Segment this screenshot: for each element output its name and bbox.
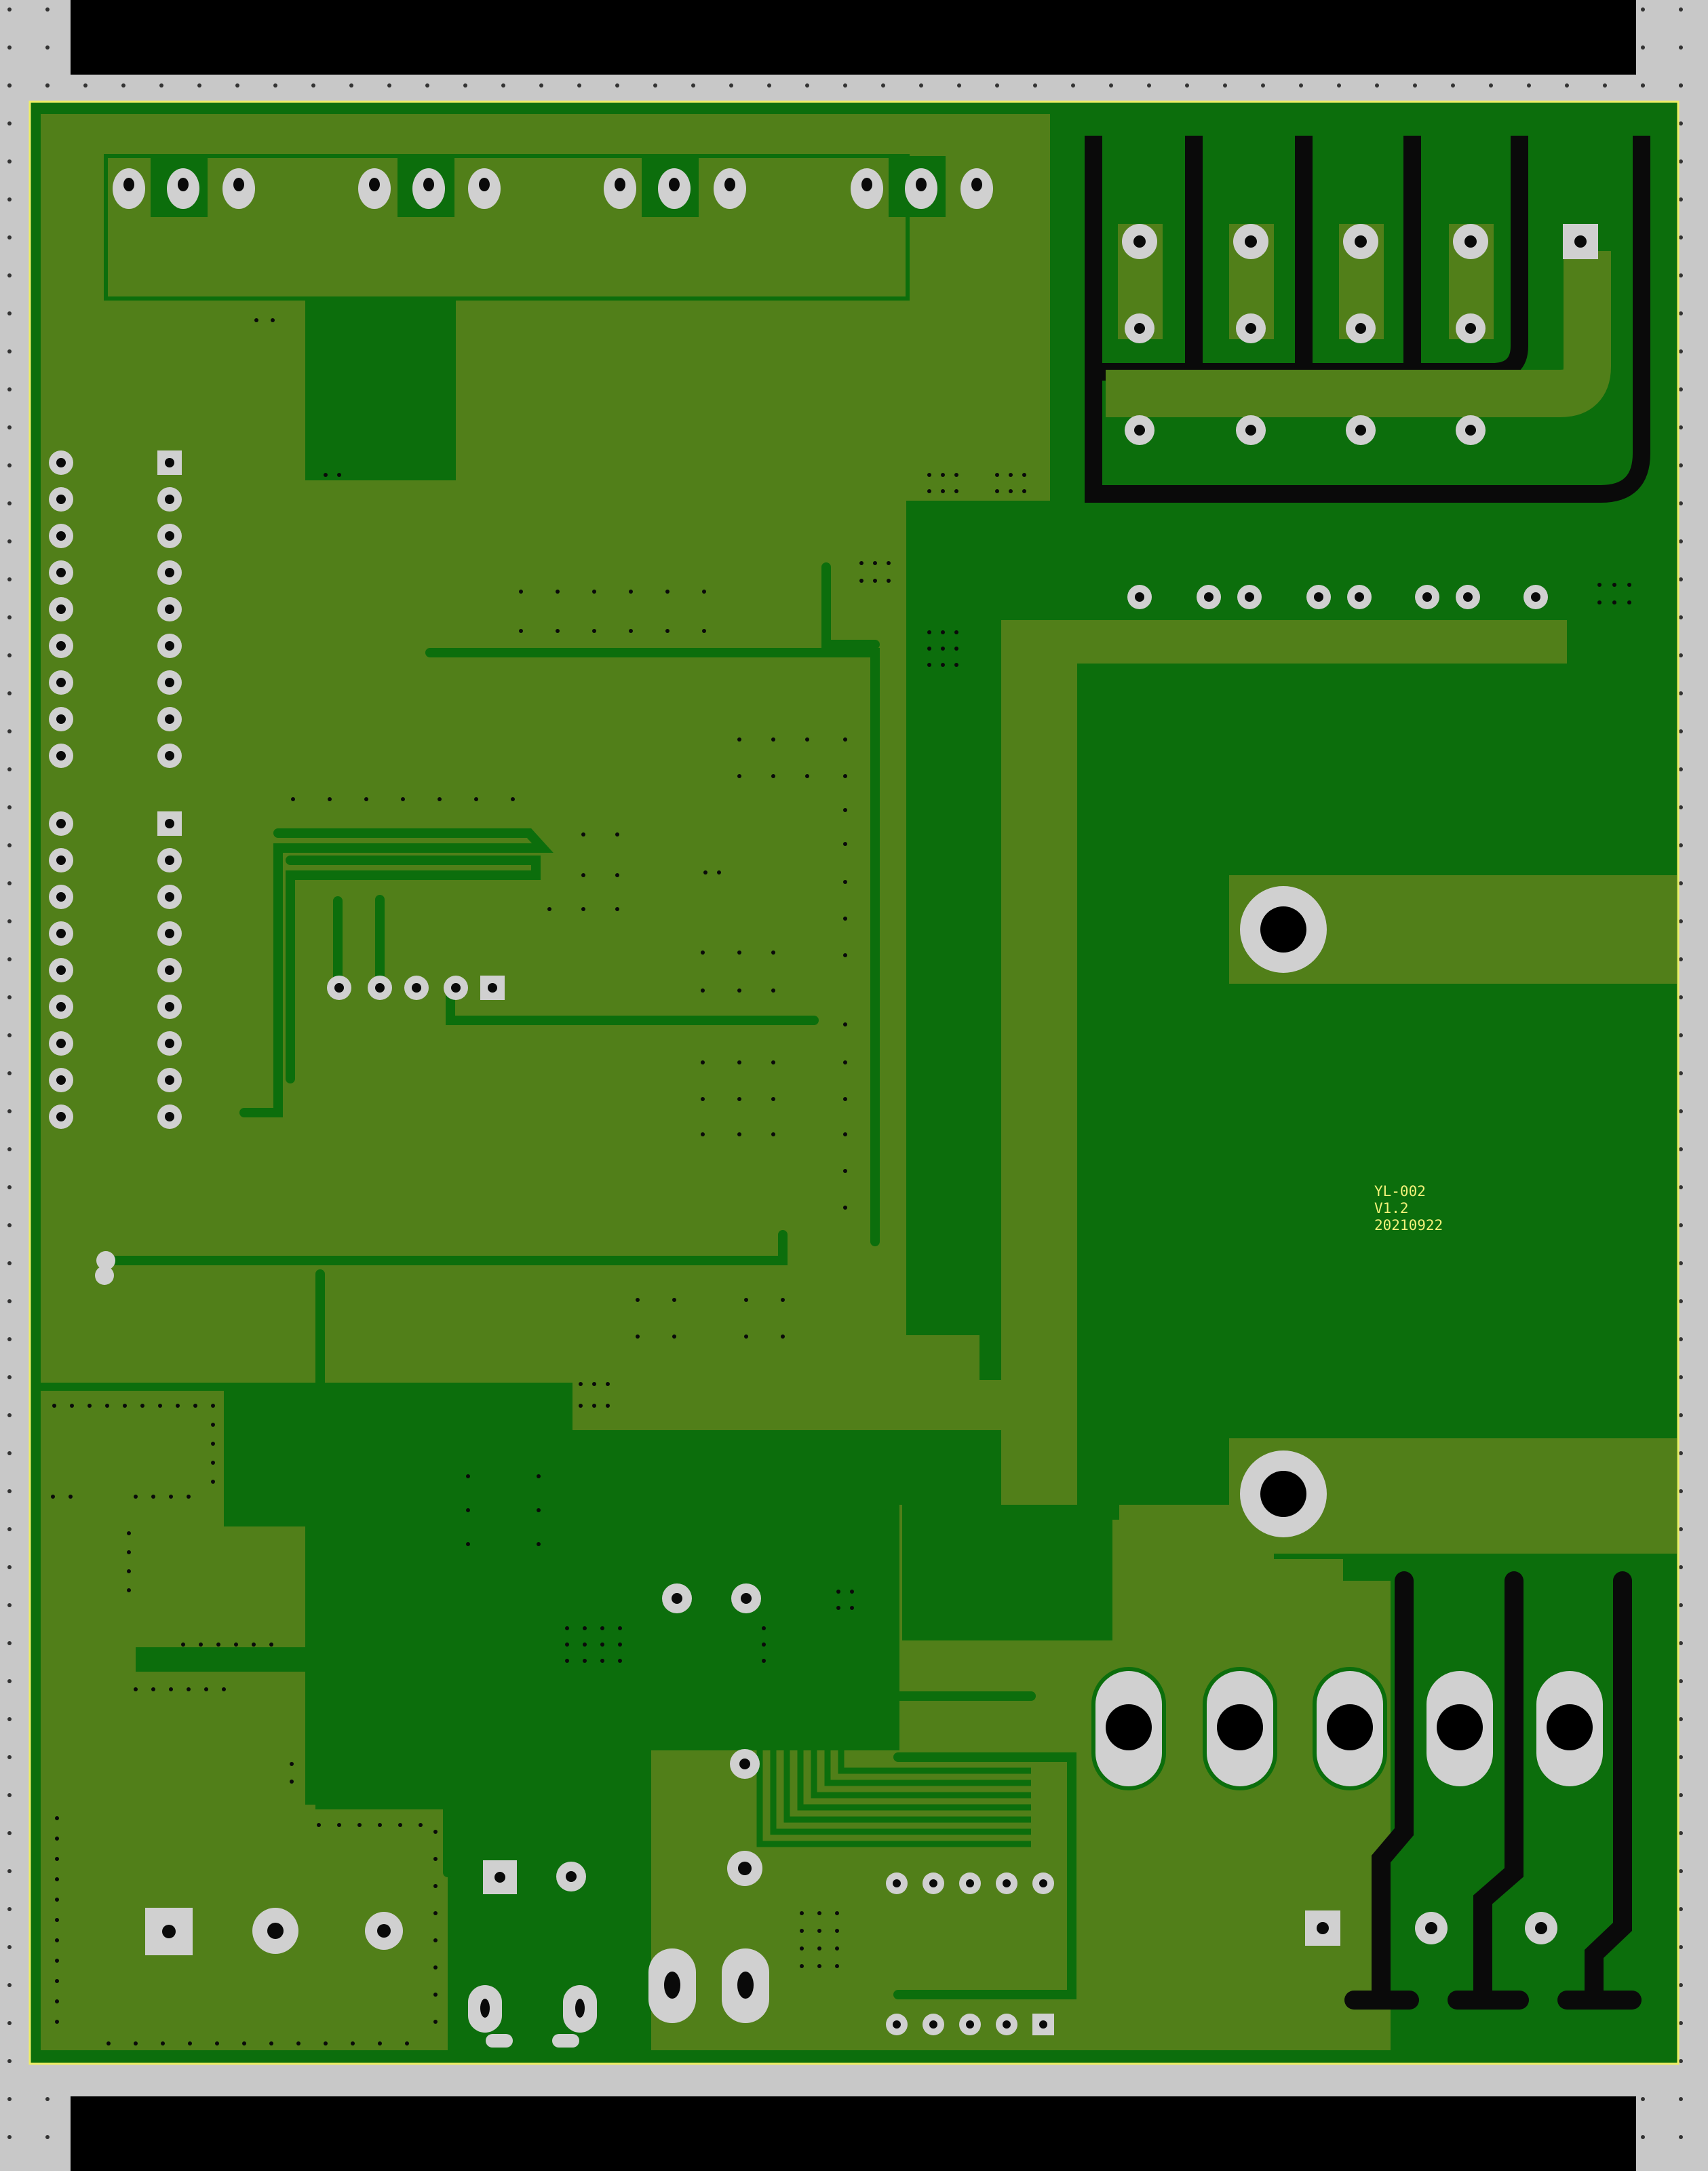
header-strip — [104, 154, 946, 301]
top-connector-pads — [113, 168, 993, 209]
edge-vias — [51, 1404, 438, 2045]
via-arrays — [254, 318, 1631, 1968]
relay-traces — [1068, 126, 1665, 516]
copper-planes — [41, 114, 1677, 2050]
signal-traces — [97, 562, 1076, 1999]
board-version-text: V1.2 — [1374, 1200, 1409, 1216]
terminal-pads — [1091, 1667, 1607, 1946]
board-date-text: 20210922 — [1374, 1217, 1443, 1233]
copper-gaps — [136, 300, 1677, 1672]
bus-traces — [352, 1578, 1031, 1847]
mounting-holes — [1240, 886, 1327, 1537]
relay-pads — [1122, 224, 1598, 609]
board-name-text: YL-002 — [1374, 1183, 1426, 1199]
misc-pads — [95, 976, 1054, 2048]
left-header-pins — [49, 450, 182, 1129]
output-traces — [1344, 1571, 1642, 2010]
